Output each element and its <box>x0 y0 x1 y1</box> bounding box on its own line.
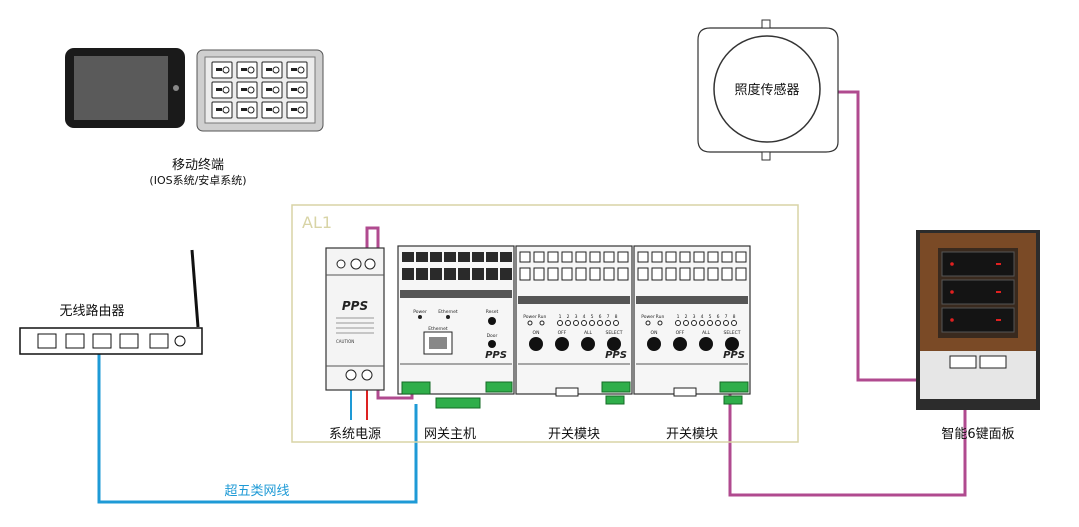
gw-terminal-block <box>401 381 431 395</box>
module-channel-label: 8 <box>615 314 618 320</box>
module-channel-label: 5 <box>591 314 594 320</box>
mobile-sublabel: (IOS系统/安卓系统) <box>149 173 246 187</box>
gw-brand: PPS <box>485 350 507 361</box>
smart-6-key-panel: 智能6键面板 <box>916 230 1040 442</box>
module-brand: PPS <box>605 350 627 361</box>
module-channel-label: 7 <box>725 314 728 320</box>
led-indicator <box>950 318 954 322</box>
cable-label: 超五类网线 <box>224 484 289 499</box>
cabinet-border <box>291 204 799 443</box>
module-channel-label: 3 <box>693 314 696 320</box>
power-supply: PPS CAUTION 系统电源 <box>325 247 385 442</box>
power-caution: CAUTION <box>336 339 354 344</box>
module-channel-label: 6 <box>599 314 602 320</box>
module-button-label: ON <box>533 330 540 336</box>
module-channel-label: 1 <box>559 314 562 320</box>
switch-module-2-label: 开关模块 <box>666 427 718 442</box>
led-indicator <box>950 290 954 294</box>
module-brand: PPS <box>723 350 745 361</box>
module-button <box>581 337 595 351</box>
network-cable <box>97 345 418 504</box>
module-channel-label: 2 <box>567 314 570 320</box>
light-sensor: 照度传感器 <box>697 19 839 161</box>
led-indicator <box>950 262 954 266</box>
module-button <box>673 337 687 351</box>
gw-door-label: Door <box>487 333 498 339</box>
cabinet-label: AL1 <box>302 213 332 232</box>
panel-key <box>941 251 1015 277</box>
touch-panel-icon <box>196 49 324 132</box>
module-indicator-label: Power <box>523 314 537 320</box>
wireless-router: 无线路由器 <box>19 249 203 355</box>
module-channel-label: 3 <box>575 314 578 320</box>
module-button-label: ALL <box>702 330 711 336</box>
module-button-label: SELECT <box>724 330 741 336</box>
power-label: 系统电源 <box>329 427 381 442</box>
module-button <box>647 337 661 351</box>
module-button-label: SELECT <box>606 330 623 336</box>
module-indicator-label: Power <box>641 314 655 320</box>
panel-label: 智能6键面板 <box>941 427 1014 442</box>
module-button-label: ALL <box>584 330 593 336</box>
gw-indicator-reset: Reset <box>486 309 499 315</box>
module-channel-label: 8 <box>733 314 736 320</box>
module-channel-label: 7 <box>607 314 610 320</box>
gateway-label: 网关主机 <box>424 427 476 442</box>
gw-port-label: Ethernet <box>428 326 448 332</box>
gw-reset-button <box>488 317 496 325</box>
panel-key <box>941 279 1015 305</box>
router-label: 无线路由器 <box>59 303 124 319</box>
bus-wire-sensor-panel <box>835 90 958 382</box>
mobile-terminal: 移动终端 (IOS系统/安卓系统) <box>65 48 324 187</box>
module-indicator-label: Run <box>656 314 665 320</box>
gw-indicator-ethernet: Ethernet <box>438 309 458 315</box>
module-button <box>699 337 713 351</box>
module-button-label: OFF <box>676 330 685 336</box>
module-button <box>555 337 569 351</box>
module-channel-label: 4 <box>701 314 704 320</box>
switch-module-1-label: 开关模块 <box>548 427 600 442</box>
module-channel-label: 2 <box>685 314 688 320</box>
gateway-host: Power Ethernet Reset Ethernet Door PPS 网… <box>397 245 515 442</box>
mobile-label: 移动终端 <box>172 157 224 173</box>
module-button-label: OFF <box>558 330 567 336</box>
module-indicator-label: Run <box>538 314 547 320</box>
sensor-label: 照度传感器 <box>734 82 799 98</box>
panel-key <box>941 307 1015 333</box>
bus-wire-module-panel <box>728 372 967 497</box>
module-channel-label: 5 <box>709 314 712 320</box>
antenna-icon <box>190 249 200 328</box>
module-channel-label: 6 <box>717 314 720 320</box>
module-button <box>725 337 739 351</box>
module-button <box>607 337 621 351</box>
gw-indicator-power: Power <box>413 309 427 315</box>
power-brand: PPS <box>342 299 368 313</box>
module-channel-label: 1 <box>677 314 680 320</box>
module-button-label: ON <box>651 330 658 336</box>
module-button <box>529 337 543 351</box>
module-channel-label: 4 <box>583 314 586 320</box>
distribution-cabinet: AL1 PPS CAUTION 系统电源 <box>291 204 799 443</box>
